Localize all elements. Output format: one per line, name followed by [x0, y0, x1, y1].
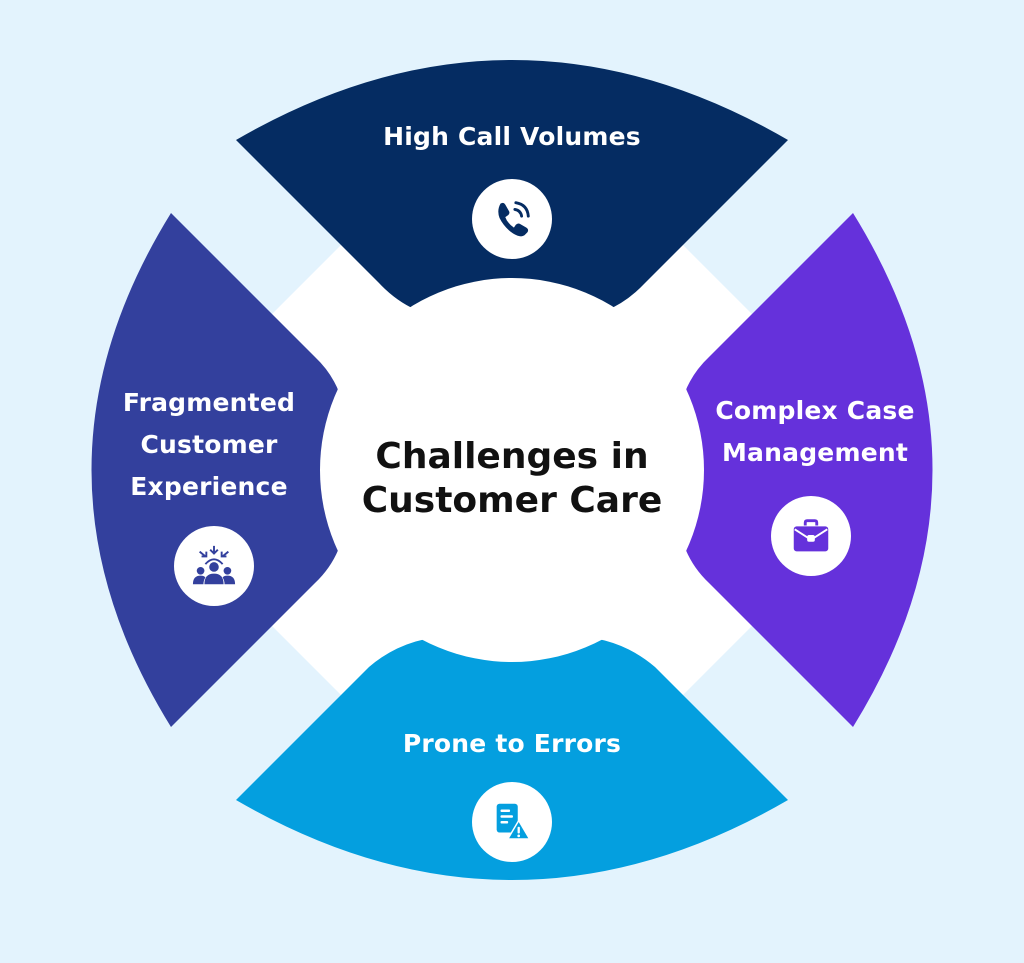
diagram-title: Challenges in Customer Care [312, 435, 712, 523]
icon-badge-complex-case-management [771, 496, 851, 576]
segment-fragmented-customer-experience [91, 213, 348, 727]
label-line: Complex Case [715, 396, 915, 425]
icon-badge-fragmented-customer-experience [174, 526, 254, 606]
label-line: High Call Volumes [383, 122, 641, 151]
icon-badge-high-call-volumes [472, 179, 552, 259]
group-focus-icon [192, 545, 236, 585]
document-warning-icon [496, 803, 532, 841]
label-line: Fragmented [122, 388, 296, 417]
label-line: Management [721, 438, 909, 467]
label-fragmented-customer-experience: Fragmented Customer Experience [94, 382, 324, 508]
icon-badge-prone-to-errors [472, 782, 552, 862]
label-prone-to-errors: Prone to Errors [312, 723, 712, 765]
segment-complex-case-management [676, 213, 933, 727]
segment-prone-to-errors [236, 636, 788, 880]
title-line: Customer Care [361, 480, 663, 521]
label-line: Prone to Errors [402, 729, 622, 758]
briefcase-icon [793, 519, 829, 552]
phone-ringing-icon [498, 201, 530, 237]
label-line: Customer [140, 430, 278, 459]
label-line: Experience [130, 472, 288, 501]
label-complex-case-management: Complex Case Management [700, 390, 930, 474]
label-high-call-volumes: High Call Volumes [312, 116, 712, 158]
center-circle [320, 278, 704, 662]
title-line: Challenges in [375, 436, 649, 477]
